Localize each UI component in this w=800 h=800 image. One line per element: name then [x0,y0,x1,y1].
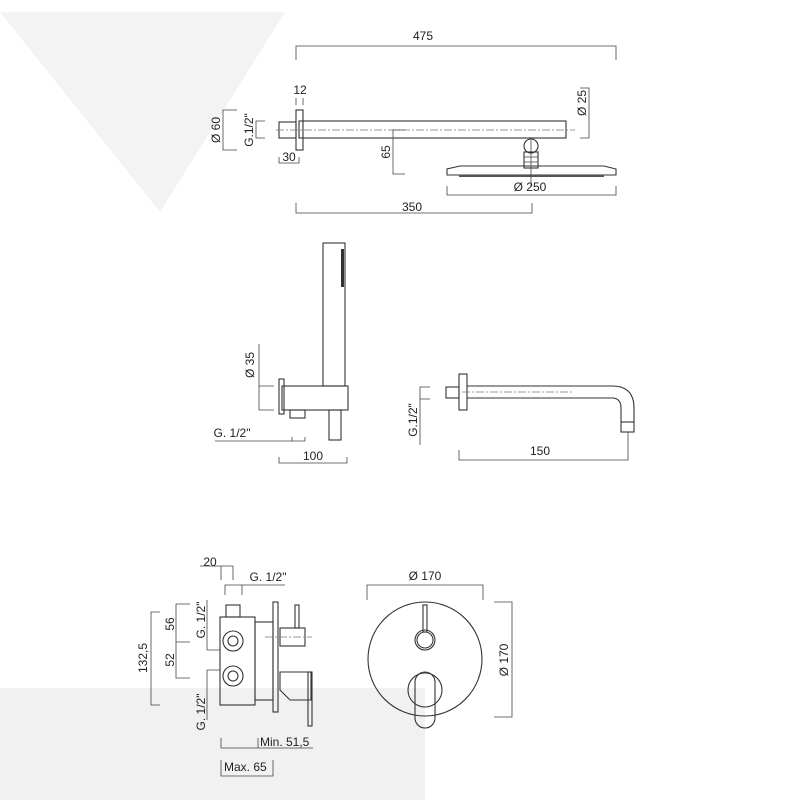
dim-projection: 100 [303,449,323,463]
dim-outlet-diameter: Ø 35 [243,352,257,378]
dim-top-thread: G. 1/2" [250,570,287,584]
dim-upper-thread: G. 1/2" [194,602,208,639]
dim-thread: G. 1/2" [214,426,251,440]
spray-strip [341,249,344,287]
dim-upper-spacing: 56 [163,617,177,631]
dim-flange-diameter: Ø 60 [209,117,223,143]
dim-head-diameter: Ø 250 [514,180,547,194]
dim-head-position: 350 [402,200,422,214]
dim-nipple: 30 [282,150,296,164]
dim-lower-spacing: 52 [163,653,177,667]
dim-drop: 65 [379,145,393,159]
dim-width: Ø 170 [409,569,442,583]
background-band [0,688,425,800]
dim-total-length: 475 [413,29,433,43]
spout-view: G.1/2" 150 [406,373,635,461]
dim-thread: G.1/2" [406,403,420,437]
shower-arm-view: 475 12 Ø 60 G.1/2" 30 65 Ø 25 Ø 250 350 [209,29,617,214]
mixer-body-view: 20 G. 1/2" 132,5 56 52 G. 1/2" G. 1/2" M… [136,555,313,777]
dim-arm-diameter: Ø 25 [575,90,589,116]
dim-projection: 150 [530,444,550,458]
hand-shower-view: Ø 35 G. 1/2" 100 [214,242,349,464]
dim-offset: 20 [203,555,217,569]
dim-thread: G.1/2" [242,113,256,147]
dim-min-depth: Min. 51,5 [260,735,310,749]
dim-flange-thickness: 12 [293,83,307,97]
dim-max-depth: Max. 65 [224,760,267,774]
dim-height: Ø 170 [497,643,511,676]
background-shape [0,12,285,212]
dim-height-total: 132,5 [136,643,150,673]
shower-head [446,138,617,187]
dim-lower-thread: G. 1/2" [194,694,208,731]
cover-plate-view: Ø 170 Ø 170 [366,569,513,729]
